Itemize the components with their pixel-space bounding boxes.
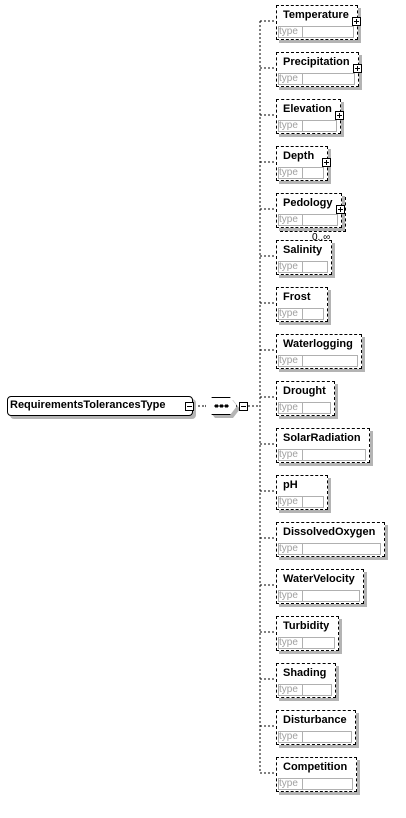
element-name: Shading — [283, 667, 327, 679]
element-name: pH — [283, 479, 298, 491]
element-name: Pedology — [283, 197, 333, 209]
type-box — [278, 355, 358, 367]
type-label: type — [279, 778, 298, 789]
element-name: SolarRadiation — [283, 432, 361, 444]
element-name: DissolvedOxygen — [283, 526, 376, 538]
element-name: Depth — [283, 150, 315, 162]
type-box — [278, 637, 335, 649]
type-box — [278, 261, 328, 273]
type-box — [278, 543, 381, 555]
type-divider — [302, 120, 303, 132]
sequence-collapse-icon[interactable] — [239, 402, 248, 411]
element-name: Salinity — [283, 244, 323, 256]
type-divider — [302, 684, 303, 696]
type-label: type — [279, 26, 298, 37]
type-label: type — [279, 684, 298, 695]
type-divider — [302, 402, 303, 414]
cardinality-label: 0..∞ — [312, 232, 331, 243]
element-name: Drought — [283, 385, 326, 397]
type-label: type — [279, 590, 298, 601]
type-box — [278, 731, 352, 743]
expand-icon[interactable] — [336, 205, 345, 214]
type-box — [278, 496, 324, 508]
type-divider — [302, 731, 303, 743]
type-box — [278, 308, 324, 320]
type-divider — [302, 167, 303, 179]
expand-icon[interactable] — [353, 64, 362, 73]
type-divider — [302, 590, 303, 602]
type-box — [278, 684, 332, 696]
element-name: Frost — [283, 291, 311, 303]
element-name: WaterVelocity — [283, 573, 355, 585]
type-label: type — [279, 731, 298, 742]
type-divider — [302, 308, 303, 320]
type-divider — [302, 449, 303, 461]
element-name: Competition — [283, 761, 348, 773]
type-label: type — [279, 402, 298, 413]
type-label: type — [279, 308, 298, 319]
type-label: type — [279, 214, 298, 225]
type-divider — [302, 778, 303, 790]
element-name: Temperature — [283, 9, 349, 21]
type-divider — [302, 214, 303, 226]
root-complex-type-name: RequirementsTolerancesType — [10, 399, 166, 411]
expand-icon[interactable] — [352, 17, 361, 26]
type-label: type — [279, 167, 298, 178]
type-label: type — [279, 120, 298, 131]
type-label: type — [279, 637, 298, 648]
type-box — [278, 449, 366, 461]
type-box — [278, 120, 337, 132]
type-divider — [302, 355, 303, 367]
expand-icon[interactable] — [322, 158, 331, 167]
type-box — [278, 214, 338, 226]
type-box — [278, 402, 331, 414]
element-name: Turbidity — [283, 620, 330, 632]
type-box — [278, 590, 360, 602]
type-divider — [302, 261, 303, 273]
expand-icon[interactable] — [335, 111, 344, 120]
type-label: type — [279, 73, 298, 84]
element-name: Waterlogging — [283, 338, 353, 350]
type-label: type — [279, 496, 298, 507]
type-box — [278, 167, 324, 179]
element-name: Precipitation — [283, 56, 350, 68]
element-name: Elevation — [283, 103, 332, 115]
type-divider — [302, 637, 303, 649]
type-label: type — [279, 543, 298, 554]
type-divider — [302, 543, 303, 555]
type-divider — [302, 496, 303, 508]
type-divider — [302, 73, 303, 85]
type-box — [278, 778, 353, 790]
type-box — [278, 26, 354, 38]
type-label: type — [279, 261, 298, 272]
type-divider — [302, 26, 303, 38]
sequence-icon — [214, 404, 229, 408]
type-box — [278, 73, 355, 85]
type-label: type — [279, 449, 298, 460]
type-label: type — [279, 355, 298, 366]
element-name: Disturbance — [283, 714, 347, 726]
root-collapse-icon[interactable] — [185, 402, 194, 411]
